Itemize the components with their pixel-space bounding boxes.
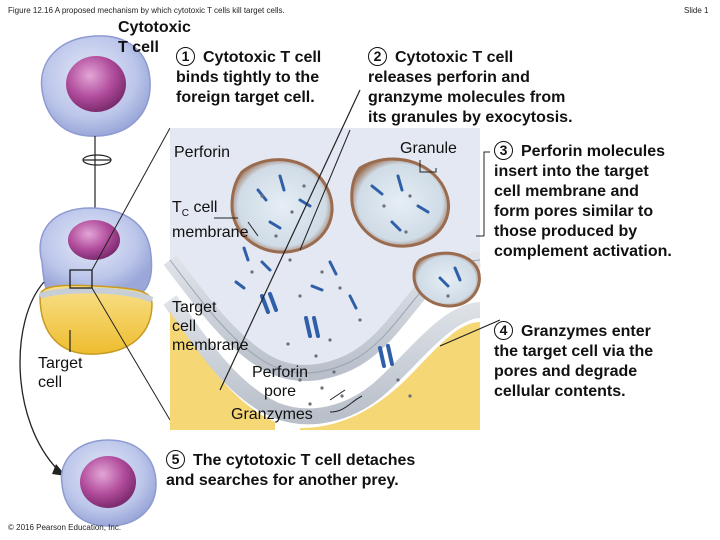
figure-title: Figure 12.16 A proposed mechanism by whi… xyxy=(8,6,285,15)
granule-label: Granule xyxy=(400,140,457,157)
zoomed-membrane-detail xyxy=(163,128,481,430)
step-5-number: 5 xyxy=(166,450,185,469)
step-3-number: 3 xyxy=(494,141,513,160)
tc-cell-membrane-label: TC cell membrane xyxy=(172,199,249,242)
granzyme-dots xyxy=(250,184,450,406)
step-1-number: 1 xyxy=(176,47,195,66)
granule-3 xyxy=(412,251,481,308)
step-2-number: 2 xyxy=(368,47,387,66)
perforin-pores xyxy=(260,292,394,368)
cytotoxic-t-cell-label: Cytotoxic T cell xyxy=(118,19,191,56)
granule-2 xyxy=(350,157,450,248)
step-4-number: 4 xyxy=(494,321,513,340)
t-cell-top xyxy=(40,35,151,137)
copyright-notice: © 2016 Pearson Education, Inc. xyxy=(8,523,122,532)
perforin-pore-label: Perforin pore xyxy=(252,364,309,400)
target-cell-middle xyxy=(38,284,154,355)
target-cell-membrane-label: Target cell membrane xyxy=(172,299,249,354)
target-cell-label: Target cell xyxy=(38,355,83,391)
slide-number: Slide 1 xyxy=(684,6,709,15)
granule-1 xyxy=(230,158,334,254)
granzymes-label: Granzymes xyxy=(231,406,313,423)
perforin-label: Perforin xyxy=(174,144,231,161)
t-cell-bound xyxy=(39,207,153,295)
t-cell-bottom xyxy=(60,439,157,527)
